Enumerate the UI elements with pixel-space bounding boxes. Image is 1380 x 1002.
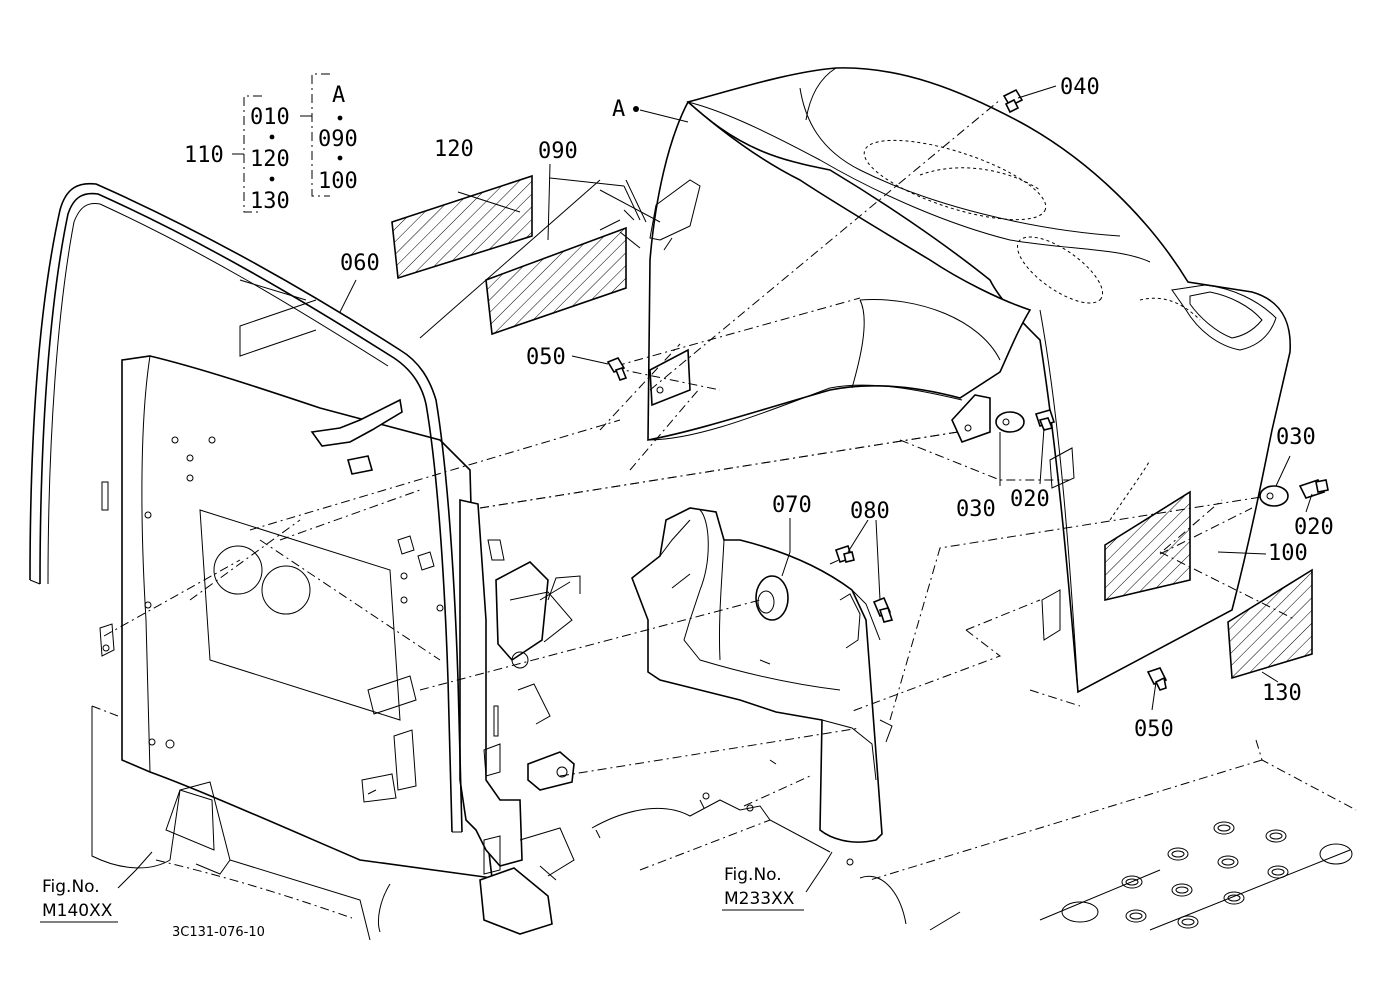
label-020-right: 020: [1294, 515, 1334, 540]
front-panel: [91, 355, 581, 941]
part-labels: A 010 090 110 120 100 130 120 090 060 A …: [184, 75, 1334, 742]
sticker-100: [1104, 490, 1191, 602]
label-050-lower: 050: [1134, 717, 1174, 742]
bolt-020-right: [1298, 479, 1329, 499]
label-090-sticker: 090: [538, 139, 578, 164]
label-120-sticker: 120: [434, 137, 474, 162]
bolt-040: [1002, 88, 1024, 114]
bolt-050-lower: [1146, 667, 1168, 691]
bolt-080-upper: [834, 544, 855, 564]
washer-030-left: [995, 411, 1025, 433]
label-030-right: 030: [1276, 425, 1316, 450]
air-duct-070: [631, 507, 893, 866]
ref-left-title: Fig.No.: [42, 877, 100, 897]
label-090-group: 090: [318, 127, 358, 152]
assembly-lines: [91, 99, 1357, 919]
label-120-group: 120: [250, 147, 290, 172]
weatherstrip-060: [29, 182, 463, 833]
label-130-sticker: 130: [1262, 681, 1302, 706]
label-060: 060: [340, 251, 380, 276]
leader-lines: [117, 85, 1313, 893]
label-080: 080: [850, 499, 890, 524]
bolt-080-lower: [872, 596, 894, 623]
label-050-upper: 050: [526, 345, 566, 370]
sticker-090: [485, 226, 627, 336]
bracket-group-110: [232, 73, 343, 213]
label-a-marker: A: [612, 97, 625, 122]
label-070: 070: [772, 493, 812, 518]
bolt-020-left: [1034, 409, 1056, 431]
label-110: 110: [184, 143, 224, 168]
label-010: 010: [250, 105, 290, 130]
label-020-left: 020: [1010, 487, 1050, 512]
label-a-top: A: [332, 83, 345, 108]
bolt-050-upper: [606, 357, 628, 381]
ref-left-code: M140XX: [42, 901, 113, 921]
floor-structure: [377, 792, 1353, 933]
figure-references: Fig.No. M140XX Fig.No. M233XX 3C131-076-…: [40, 865, 804, 940]
ref-mid-code: M233XX: [724, 889, 795, 909]
label-100-group: 100: [318, 169, 358, 194]
drawing-code: 3C131-076-10: [172, 925, 265, 940]
label-030-left: 030: [956, 497, 996, 522]
sticker-130: [1227, 568, 1313, 680]
ref-mid-title: Fig.No.: [724, 865, 782, 885]
label-100-part: 100: [1268, 541, 1308, 566]
sticker-120: [391, 174, 533, 280]
label-130-group: 130: [250, 189, 290, 214]
washer-030-right: [1259, 485, 1289, 507]
label-040: 040: [1060, 75, 1100, 100]
